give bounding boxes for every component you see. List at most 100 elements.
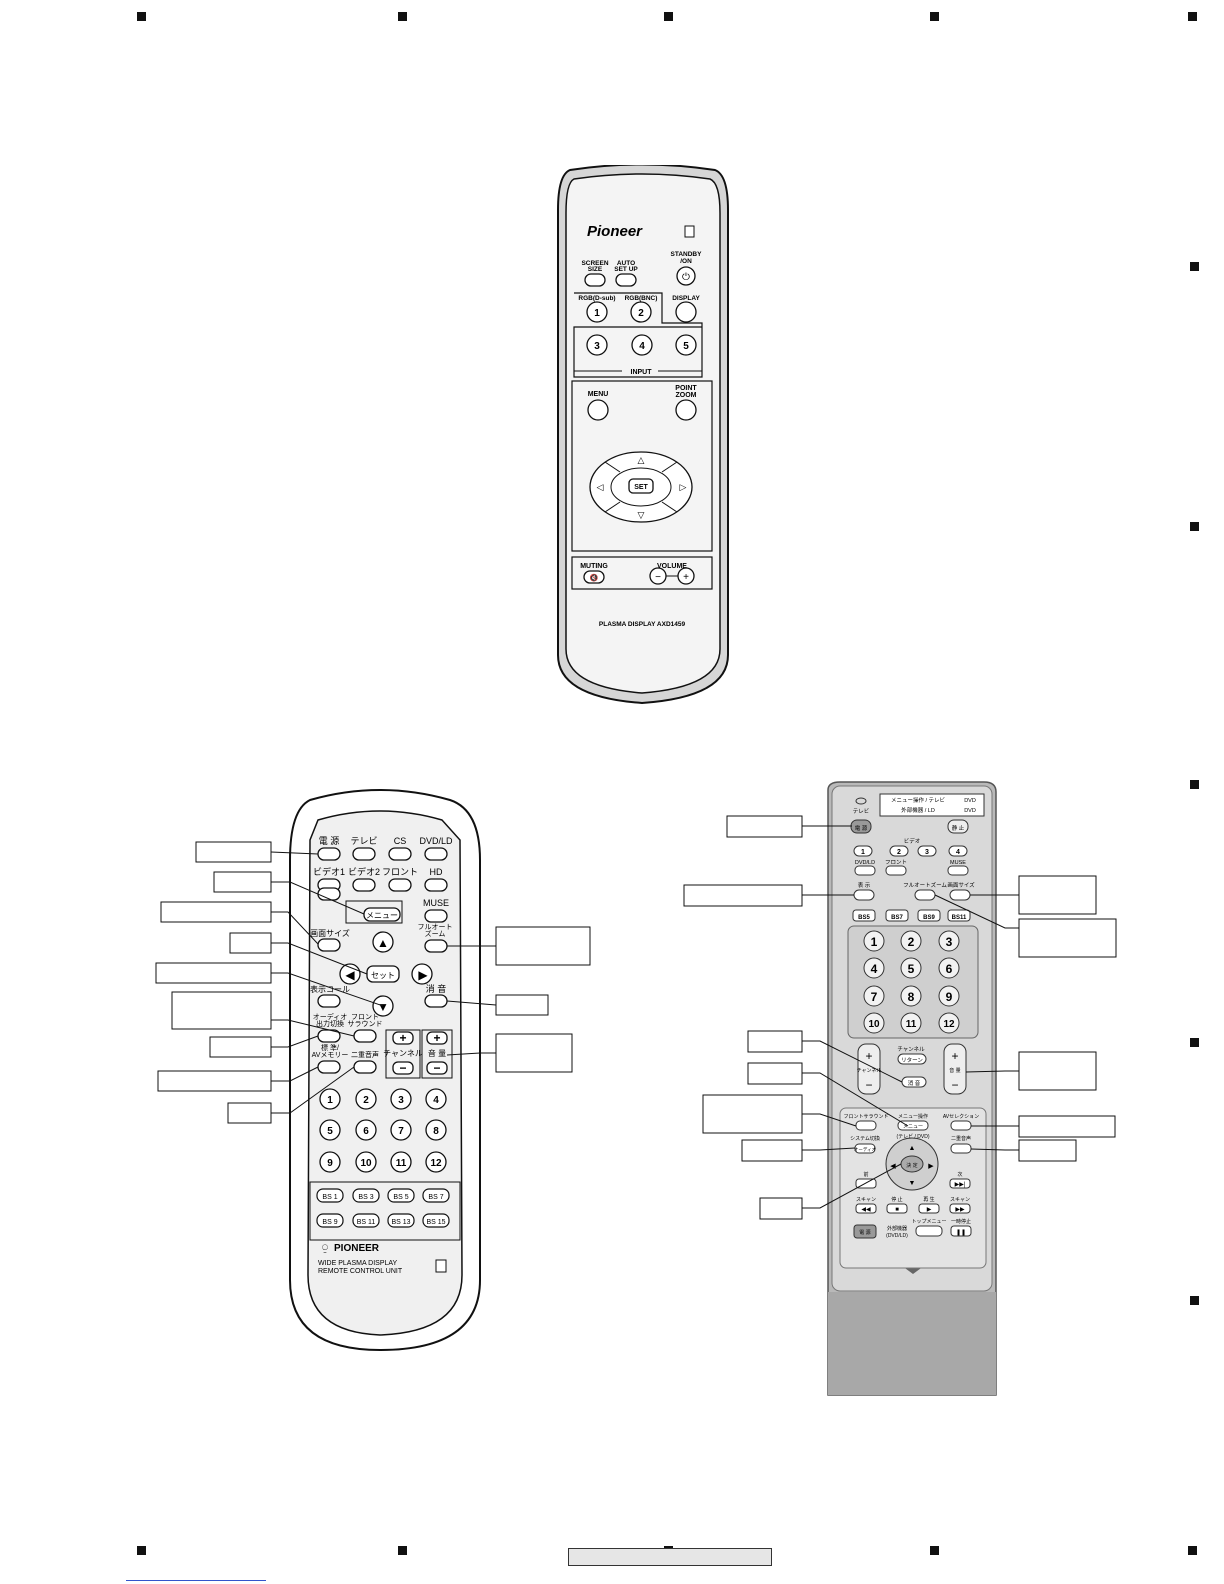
- pause-button[interactable]: [950, 1225, 972, 1237]
- number-button[interactable]: [938, 1012, 960, 1034]
- number-button[interactable]: [390, 1119, 412, 1141]
- mute-button[interactable]: [424, 994, 448, 1008]
- channel-rocker[interactable]: [857, 1043, 881, 1095]
- bs-button[interactable]: [387, 1188, 415, 1203]
- input-4-button[interactable]: [631, 334, 653, 356]
- number-button[interactable]: [355, 1088, 377, 1110]
- menu-button[interactable]: [363, 907, 401, 922]
- input-button[interactable]: [917, 845, 937, 857]
- av-selection-button[interactable]: [950, 1120, 972, 1131]
- unlabeled-button[interactable]: [317, 887, 341, 901]
- cs-button[interactable]: [388, 847, 412, 861]
- next-button[interactable]: [949, 1178, 971, 1189]
- front-button[interactable]: [388, 878, 412, 892]
- arrow-right-icon: ▷: [680, 482, 687, 492]
- volume-down-button[interactable]: [426, 1061, 448, 1075]
- dual-audio-button[interactable]: [353, 1060, 377, 1074]
- video2-button[interactable]: [352, 878, 376, 892]
- number-button[interactable]: [900, 1012, 922, 1034]
- auto-setup-button[interactable]: [615, 273, 637, 287]
- bs-button[interactable]: [352, 1188, 380, 1203]
- bs-button[interactable]: [947, 909, 971, 922]
- number-button[interactable]: [319, 1088, 341, 1110]
- screen-size-button[interactable]: [584, 273, 606, 287]
- dual-audio-button[interactable]: [950, 1143, 972, 1154]
- full-auto-zoom-button[interactable]: [914, 889, 936, 901]
- number-button[interactable]: [900, 957, 922, 979]
- right-button[interactable]: [411, 963, 433, 985]
- tv-button[interactable]: [352, 847, 376, 861]
- muting-button[interactable]: [583, 570, 605, 584]
- front-surround-button[interactable]: [353, 1029, 377, 1043]
- number-button[interactable]: [863, 930, 885, 952]
- number-button[interactable]: [900, 985, 922, 1007]
- play-button[interactable]: [918, 1203, 940, 1214]
- number-button[interactable]: [863, 957, 885, 979]
- screen-size-button[interactable]: [317, 938, 341, 952]
- number-button[interactable]: [863, 985, 885, 1007]
- input-5-button[interactable]: [675, 334, 697, 356]
- av-memory-button[interactable]: [317, 1060, 341, 1074]
- muse-button[interactable]: [424, 909, 448, 923]
- menu-button[interactable]: [587, 399, 609, 421]
- number-button[interactable]: [319, 1151, 341, 1173]
- bs-button[interactable]: [352, 1213, 380, 1228]
- bs-button[interactable]: [316, 1213, 344, 1228]
- input-3-button[interactable]: [586, 334, 608, 356]
- number-button[interactable]: [900, 930, 922, 952]
- number-button[interactable]: [938, 957, 960, 979]
- front-button[interactable]: [885, 865, 907, 876]
- fast-forward-button[interactable]: [949, 1203, 971, 1214]
- return-button[interactable]: [897, 1053, 927, 1065]
- stop-button[interactable]: [886, 1203, 908, 1214]
- input-1-button[interactable]: [586, 301, 608, 323]
- menu-button[interactable]: [897, 1120, 929, 1131]
- bs-button[interactable]: [885, 909, 909, 922]
- standby-button[interactable]: [676, 266, 696, 286]
- display-button[interactable]: [853, 889, 875, 901]
- input-2-button[interactable]: [630, 301, 652, 323]
- rewind-button[interactable]: [855, 1203, 877, 1214]
- volume-up-button[interactable]: [677, 567, 695, 585]
- number-button[interactable]: [355, 1119, 377, 1141]
- number-button[interactable]: [425, 1119, 447, 1141]
- volume-up-button[interactable]: [426, 1031, 448, 1045]
- number-button[interactable]: [863, 1012, 885, 1034]
- set-button[interactable]: [628, 478, 654, 494]
- input-button[interactable]: [948, 845, 968, 857]
- number-button[interactable]: [425, 1088, 447, 1110]
- number-button[interactable]: [938, 930, 960, 952]
- number-button[interactable]: [938, 985, 960, 1007]
- top-menu-button[interactable]: [915, 1225, 943, 1237]
- bs-button[interactable]: [387, 1213, 415, 1228]
- volume-rocker[interactable]: [943, 1043, 967, 1095]
- muse-button[interactable]: [947, 865, 969, 876]
- full-auto-zoom-button[interactable]: [424, 939, 448, 953]
- input-button[interactable]: [889, 845, 909, 857]
- channel-up-button[interactable]: [392, 1031, 414, 1045]
- input-button[interactable]: [853, 845, 873, 857]
- bs-button[interactable]: [316, 1188, 344, 1203]
- point-zoom-button[interactable]: [675, 399, 697, 421]
- bs-button[interactable]: [422, 1188, 450, 1203]
- number-button[interactable]: [355, 1151, 377, 1173]
- number-button[interactable]: [319, 1119, 341, 1141]
- dvdld-button[interactable]: [424, 847, 448, 861]
- hd-button[interactable]: [424, 878, 448, 892]
- up-button[interactable]: [372, 931, 394, 953]
- number-button[interactable]: [390, 1151, 412, 1173]
- bs-button[interactable]: [917, 909, 941, 922]
- front-surround-button[interactable]: [855, 1120, 877, 1131]
- number-button[interactable]: [425, 1151, 447, 1173]
- power-external-button[interactable]: [853, 1224, 877, 1239]
- bs-button[interactable]: [852, 909, 876, 922]
- number-button[interactable]: [390, 1088, 412, 1110]
- stop-top-button[interactable]: [947, 819, 969, 834]
- power-button[interactable]: [317, 847, 341, 861]
- bs-button[interactable]: [422, 1213, 450, 1228]
- display-button[interactable]: [675, 301, 697, 323]
- dvdld-button[interactable]: [854, 865, 876, 876]
- channel-down-button[interactable]: [392, 1061, 414, 1075]
- display-call-button[interactable]: [317, 994, 341, 1008]
- screen-size-button[interactable]: [949, 889, 971, 901]
